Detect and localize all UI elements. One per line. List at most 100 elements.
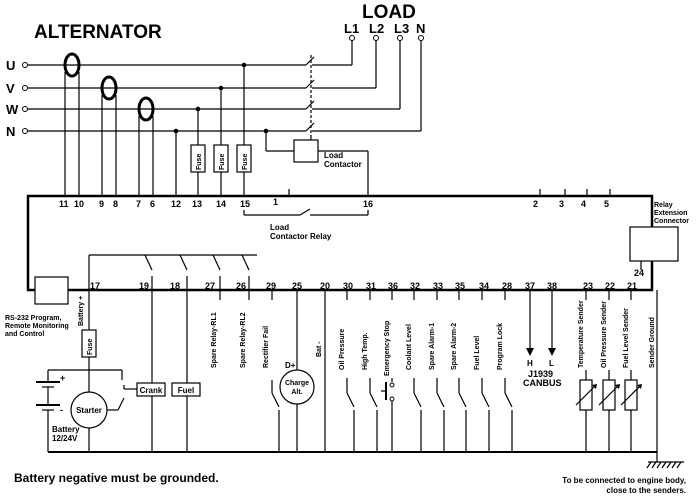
load-label-n: N — [416, 21, 425, 36]
fuse-label: Fuse — [242, 154, 249, 170]
relay-extension-connector — [629, 226, 679, 262]
battery-plus-label: Battery + — [78, 296, 85, 326]
load-terminal — [373, 35, 379, 41]
battery-plus-sign: + — [60, 373, 65, 383]
footer-note-right: To be connected to engine body, — [562, 476, 686, 485]
top-terminal-number: 11 — [59, 199, 69, 209]
current-transformer — [63, 52, 81, 196]
fuel-label: Fuel — [178, 386, 194, 395]
input-high-temp — [369, 290, 378, 452]
spare-relay-1-label: Spare Relay-RL1 — [211, 312, 218, 368]
phase-label-u: U — [6, 58, 15, 73]
controller-module — [26, 194, 654, 292]
alternator-title: ALTERNATOR — [34, 22, 162, 43]
load-label-l2: L2 — [369, 21, 384, 36]
bottom-terminal-number: 38 — [547, 281, 557, 291]
j1939-label: J1939 — [528, 369, 553, 379]
relay-extension-label: Extension — [654, 210, 687, 217]
bottom-terminal-number: 37 — [525, 281, 535, 291]
phase-label-v: V — [6, 81, 15, 96]
sender-ground-label: Sender Ground — [649, 317, 656, 368]
top-terminal-number: 16 — [363, 199, 373, 209]
fuse-label: Fuse — [196, 154, 203, 170]
program-lock-label: Program Lock — [497, 323, 504, 370]
canbus-h-label: H — [527, 359, 533, 368]
bottom-terminal-number: 32 — [410, 281, 420, 291]
rs232-port — [34, 276, 69, 305]
footer-note-left: Battery negative must be grounded. — [14, 471, 219, 485]
load-terminal — [349, 35, 355, 41]
load-contactor-relay-label: Contactor Relay — [270, 232, 332, 241]
bottom-terminal-number: 34 — [479, 281, 489, 291]
battery-minus-sign: - — [60, 405, 63, 415]
input-spare-alarm-2 — [458, 290, 467, 452]
top-terminal-number: 6 — [150, 199, 155, 209]
crank-relay — [136, 382, 166, 397]
rs232-label: Remote Monitoring — [5, 323, 69, 330]
charge-alt-label: Charge — [285, 380, 309, 387]
fuse — [236, 144, 252, 173]
internal-terminal-number: 1 — [273, 197, 278, 207]
coolant-level-label: Coolant Level — [406, 324, 413, 370]
relay-extension-label: Connector — [654, 218, 689, 225]
load-label-l1: L1 — [344, 21, 359, 36]
fuse — [213, 144, 229, 173]
input-spare-alarm-1 — [436, 290, 445, 452]
load-contactor-relay — [243, 208, 369, 216]
bottom-terminal-number: 29 — [266, 281, 276, 291]
phase-lines — [22, 62, 306, 134]
top-terminal-number: 14 — [216, 199, 226, 209]
rs232-label: and Control — [5, 331, 44, 338]
battery-label: Battery — [52, 425, 80, 434]
load-terminal — [397, 35, 403, 41]
bottom-terminal-number: 33 — [433, 281, 443, 291]
bottom-terminal-number: 30 — [343, 281, 353, 291]
canbus-label: CANBUS — [523, 378, 562, 388]
bottom-terminal-number: 36 — [388, 281, 398, 291]
top-terminal-number: 13 — [192, 199, 202, 209]
bottom-terminal-number: 22 — [605, 281, 615, 291]
phase-label-w: W — [6, 102, 19, 117]
bottom-terminal-number: 35 — [455, 281, 465, 291]
load-contactor-label: Contactor — [324, 160, 362, 169]
bottom-terminal-number: 26 — [236, 281, 246, 291]
oil-pressure-label: Oil Pressure — [339, 329, 346, 370]
footer-note-right: close to the senders. — [606, 486, 686, 495]
relay-extension-label: Relay — [654, 202, 673, 209]
bottom-terminal-number: 28 — [502, 281, 512, 291]
fuel-level-sender — [620, 290, 642, 452]
spare-alarm-2-label: Spare Alarm-2 — [451, 323, 458, 370]
load-contactor-label: Load — [324, 151, 343, 160]
battery-label: 12/24V — [52, 434, 78, 443]
temperature-sender-label: Temperature Sender — [578, 300, 585, 368]
charge-alt-label: Alt. — [291, 389, 302, 396]
input-oil-pressure — [346, 290, 355, 452]
input-fuel-level — [481, 290, 490, 452]
input-program-lock — [504, 290, 513, 452]
top-terminal-number: 10 — [74, 199, 84, 209]
oil-pressure-sender-label: Oil Pressure Sender — [601, 301, 608, 368]
input-emergency-stop — [381, 290, 395, 452]
top-terminal-number: 12 — [171, 199, 181, 209]
temperature-sender — [575, 290, 597, 452]
top-terminal-number: 8 — [113, 199, 118, 209]
bottom-terminal-number: 18 — [170, 281, 180, 291]
fuse-label: Fuse — [219, 154, 226, 170]
fuse — [190, 144, 206, 173]
internal-relay-contacts — [88, 254, 257, 290]
top-terminal-number: 5 — [604, 199, 609, 209]
d-plus-label: D+ — [285, 361, 296, 370]
bottom-terminal-number: 19 — [139, 281, 149, 291]
emergency-stop-label: Emergency Stop — [384, 321, 391, 376]
top-terminal-number: 4 — [581, 199, 586, 209]
bottom-terminal-number: 27 — [205, 281, 215, 291]
rectifier-fail-label: Rectifier Fail — [263, 326, 270, 368]
canbus-l-label: L — [549, 359, 554, 368]
bottom-terminal-number: 17 — [90, 281, 100, 291]
spare-relay-2-label: Spare Relay-RL2 — [240, 312, 247, 368]
phase-label-n: N — [6, 124, 15, 139]
oil-pressure-sender — [598, 290, 620, 452]
fuse-label: Fuse — [87, 339, 94, 355]
battery-symbol — [36, 369, 122, 452]
